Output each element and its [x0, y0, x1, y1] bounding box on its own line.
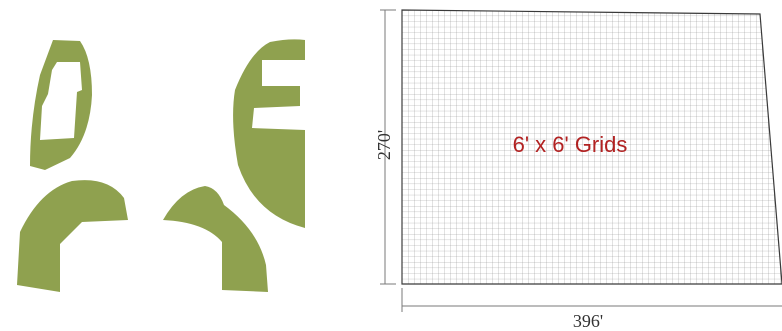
width-dimension-label: 396'	[573, 311, 603, 331]
grid-size-label: 6' x 6' Grids	[513, 132, 628, 157]
top-right-shape	[233, 39, 305, 229]
bottom-right-shape	[163, 186, 268, 292]
bottom-left-shape	[17, 180, 128, 292]
top-left-shape	[30, 40, 92, 170]
height-dimension-label: 270'	[374, 130, 394, 160]
shapes-panel	[17, 39, 305, 292]
grid-area	[402, 10, 782, 284]
grid-panel: 6' x 6' Grids 270' 396'	[374, 9, 782, 331]
